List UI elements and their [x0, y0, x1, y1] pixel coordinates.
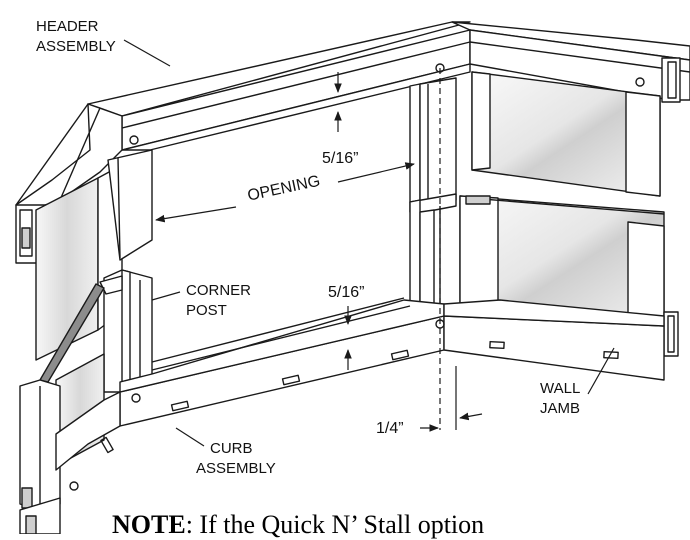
- quarter-inch-dimension-label: 1/4”: [376, 420, 404, 437]
- note-body: : If the Quick N’ Stall option: [185, 510, 485, 539]
- opening-post-right: [409, 193, 491, 323]
- bottom-gap-dimension-label: 5/16”: [328, 284, 365, 301]
- header-assembly-label-line1: HEADER: [36, 18, 99, 35]
- corner-post: [99, 269, 153, 395]
- curb-assembly-label-line1: CURB: [210, 440, 253, 457]
- dimension-lines: [123, 39, 615, 447]
- note-bold-label: NOTE: [112, 510, 186, 539]
- header-assembly-label-line2: ASSEMBLY: [36, 38, 116, 55]
- lower-right-glass: [459, 195, 665, 329]
- corner-post-label-line2: POST: [186, 302, 227, 319]
- wall-jamb-label-line2: JAMB: [540, 400, 581, 417]
- wall-jamb-label-line1: WALL: [540, 380, 581, 397]
- top-gap-dimension-label: 5/16”: [322, 150, 359, 167]
- curb-assembly: [55, 297, 665, 471]
- curb-assembly-label-line2: ASSEMBLY: [196, 460, 276, 477]
- corner-post-label-line1: CORNER: [186, 282, 252, 299]
- note-text: NOTE: If the Quick N’ Stall option: [112, 510, 484, 540]
